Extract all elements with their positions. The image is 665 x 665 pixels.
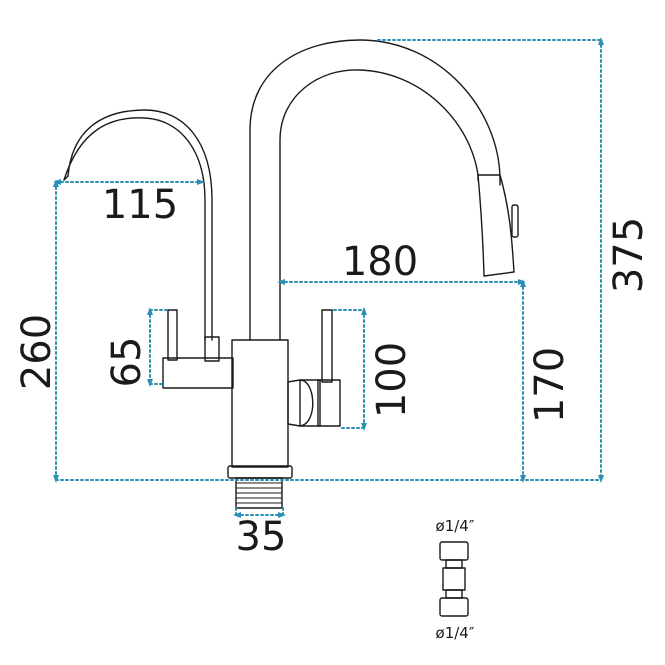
filter-spout-inner: [67, 109, 213, 341]
base-ring: [227, 465, 293, 479]
connector-bottom-nut: [439, 597, 469, 617]
spray-head: [477, 174, 515, 277]
dimension-arrowheads: [53, 37, 604, 518]
main-handle-base: [299, 379, 321, 427]
connector-top-collar: [445, 559, 463, 569]
dim-100-label: 100: [369, 342, 415, 418]
connector-bottom-label: ø1/4″: [436, 624, 475, 642]
main-spout-inner: [279, 69, 479, 341]
main-handle-lever-block: [317, 379, 341, 427]
main-spout: [249, 39, 501, 341]
dim-375-label: 375: [606, 217, 652, 293]
dim-115-label: 115: [102, 182, 178, 228]
thread-lines: [236, 482, 282, 504]
filter-valve-housing: [162, 357, 234, 389]
dimension-lines: [53, 37, 604, 518]
filter-valve-stem: [204, 336, 220, 362]
dim-35-label: 35: [236, 514, 287, 560]
dim-65-label: 65: [104, 337, 150, 388]
spray-button: [511, 204, 519, 238]
main-body: [231, 339, 289, 468]
main-handle-lever: [321, 309, 333, 383]
dim-260-label: 260: [14, 314, 60, 390]
filter-spout-tip: [63, 175, 69, 181]
filter-handle: [167, 309, 178, 361]
faucet-outline: [63, 39, 519, 509]
connector-fitting: [439, 541, 469, 617]
filter-spout: [63, 117, 206, 341]
dim-180-label: 180: [342, 239, 418, 285]
connector-top-nut: [439, 541, 469, 561]
connector-bottom-collar: [445, 589, 463, 599]
connector-top-label: ø1/4″: [436, 517, 475, 535]
connector-body: [442, 567, 466, 591]
dim-170-label: 170: [527, 347, 573, 423]
